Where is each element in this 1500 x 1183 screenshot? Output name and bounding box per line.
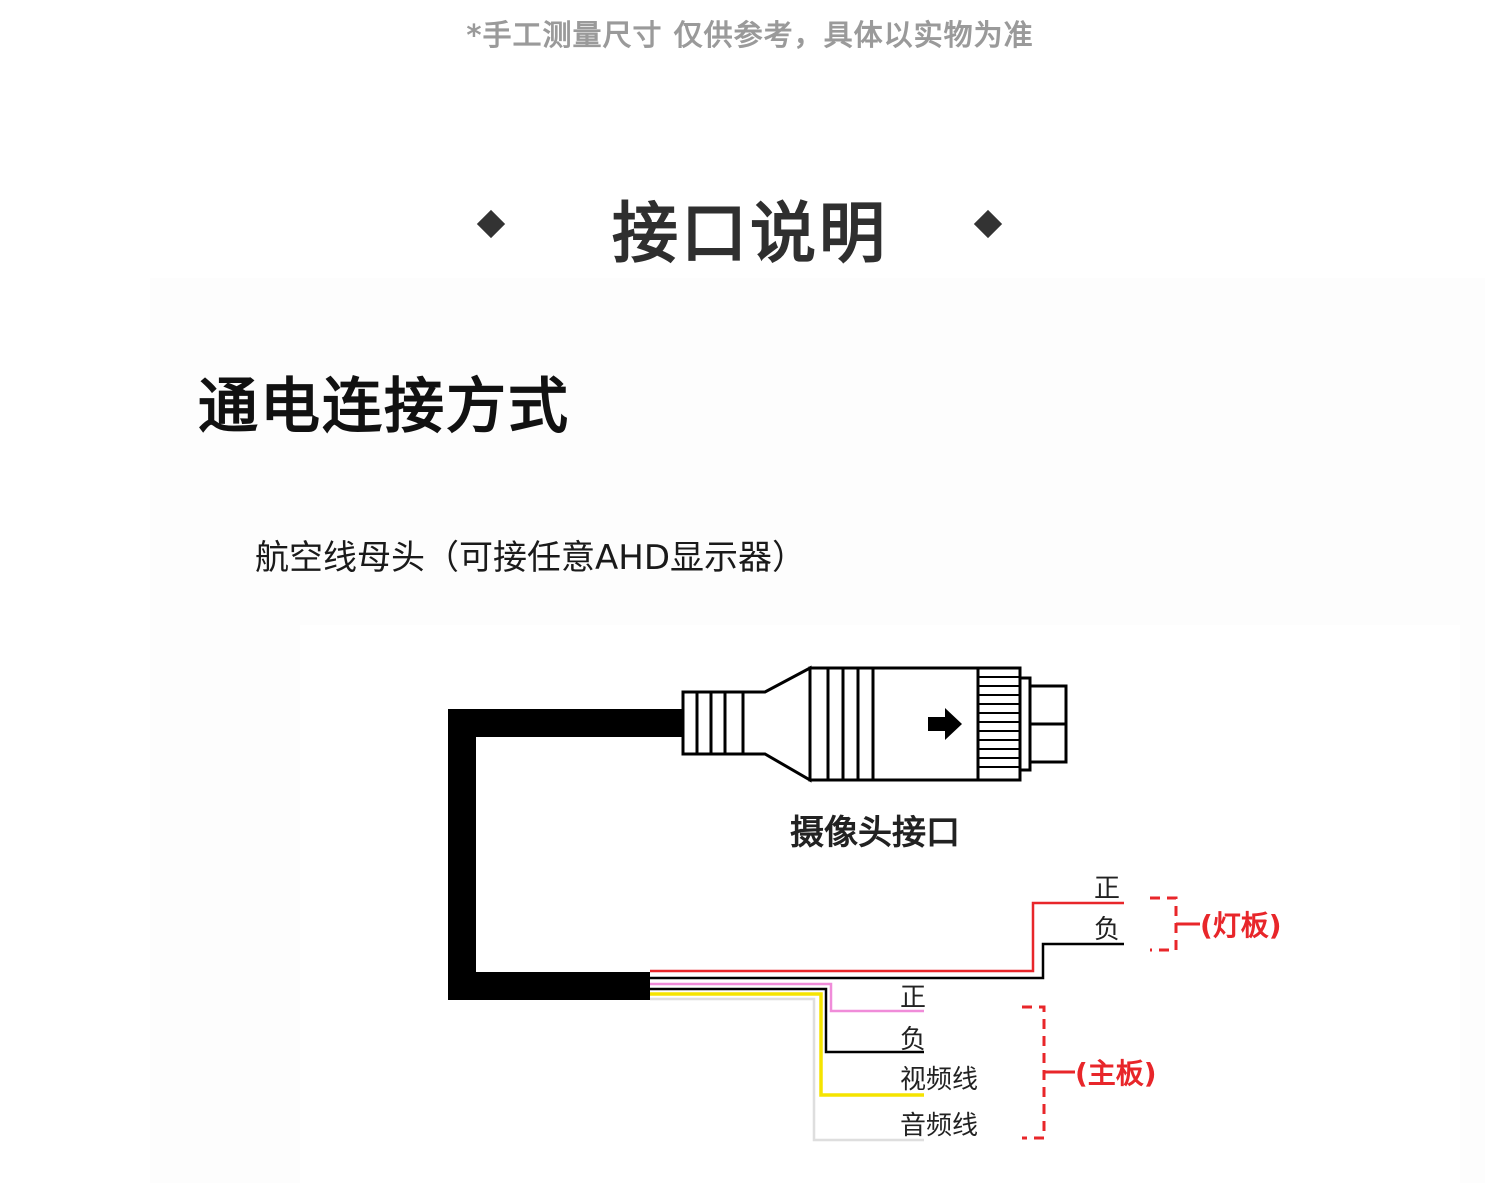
wire-bundle	[650, 901, 1124, 1142]
interface-heading: 接口说明	[0, 180, 1500, 272]
lamp-board-label: (灯板)	[1200, 909, 1282, 942]
audio-wire	[650, 997, 924, 1142]
video-wire	[650, 992, 924, 1097]
main-negative-wire	[650, 987, 924, 1054]
camera-connector-icon	[681, 665, 1068, 783]
measurement-note: *手工测量尺寸 仅供参考，具体以实物为准	[466, 18, 1034, 52]
audio-line-label: 音频线	[900, 1111, 978, 1141]
section-title: 通电连接方式	[198, 372, 570, 442]
main-cable	[448, 709, 683, 1000]
lamp-negative-wire	[650, 942, 1124, 980]
video-line-label: 视频线	[900, 1065, 978, 1095]
camera-port-label: 摄像头接口	[790, 813, 960, 853]
lamp-negative-label: 负	[1094, 915, 1120, 945]
connector-subtitle: 航空线母头（可接任意AHD显示器）	[255, 538, 807, 578]
page-title: 接口说明	[612, 195, 888, 272]
main-positive-label: 正	[900, 983, 926, 1013]
lamp-positive-wire	[650, 901, 1124, 973]
main-positive-wire	[650, 982, 924, 1013]
main-negative-label: 负	[900, 1025, 926, 1055]
lamp-bracket	[1150, 896, 1200, 952]
main-board-label: (主板)	[1075, 1057, 1157, 1090]
main-bracket	[1022, 1005, 1075, 1140]
lamp-positive-label: 正	[1094, 874, 1120, 904]
